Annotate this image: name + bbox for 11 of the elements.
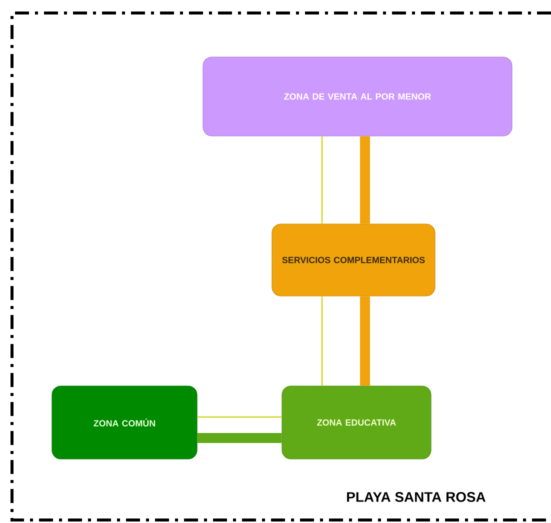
connector-line [321,296,323,386]
connector-line [360,136,370,224]
zone-box: ZONA EDUCATIVA [282,386,432,460]
place-title: PLAYA SANTA ROSA [347,492,486,502]
connector-line [197,433,282,443]
zone-box: ZONA DE VENTA AL POR MENOR [202,56,512,136]
connector-line [360,296,370,386]
connector-line [197,416,282,418]
zone-box: SERVICIOS COMPLEMENTARIOS [272,224,436,296]
zone-box: ZONA COMÚN [52,386,198,460]
connector-line [321,136,323,224]
